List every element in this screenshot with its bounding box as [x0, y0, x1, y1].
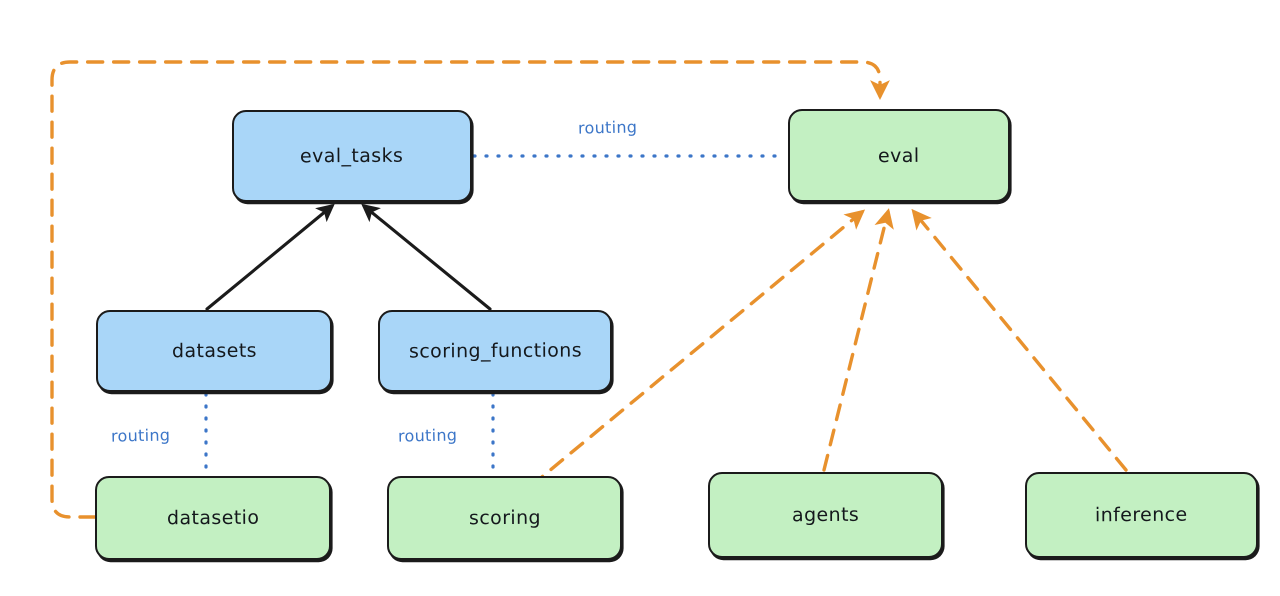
edge-scoring-to-eval	[529, 209, 866, 488]
node-agents[interactable]: agents	[708, 472, 943, 558]
node-label-eval-tasks: eval_tasks	[300, 144, 404, 168]
edge-datasets-to-eval_tasks	[205, 203, 335, 311]
node-datasets[interactable]: datasets	[96, 310, 332, 392]
edge-inference-to-eval	[911, 208, 1128, 472]
edge-agents-to-eval	[822, 208, 894, 472]
node-label-agents: agents	[791, 503, 860, 527]
edge-scoring_functions-to-eval_tasks	[361, 203, 492, 311]
node-label-datasetio: datasetio	[166, 506, 260, 530]
node-label-scoring: scoring	[468, 506, 541, 530]
edge-label-routing-scoring-functions-scoring: routing	[397, 425, 458, 446]
edge-label-routing-eval-tasks-eval: routing	[577, 117, 638, 138]
node-eval[interactable]: eval	[788, 109, 1010, 202]
node-inference[interactable]: inference	[1025, 472, 1258, 558]
edge-datasetio-to-eval	[50, 60, 890, 519]
node-label-inference: inference	[1095, 503, 1188, 527]
node-label-scoring-functions: scoring_functions	[408, 339, 582, 363]
node-datasetio[interactable]: datasetio	[95, 476, 331, 560]
node-scoring[interactable]: scoring	[387, 476, 622, 560]
node-scoring-functions[interactable]: scoring_functions	[378, 310, 612, 392]
edge-label-routing-datasets-datasetio: routing	[110, 425, 171, 446]
node-label-eval: eval	[878, 144, 920, 167]
node-label-datasets: datasets	[171, 339, 257, 363]
node-eval-tasks[interactable]: eval_tasks	[232, 110, 472, 202]
